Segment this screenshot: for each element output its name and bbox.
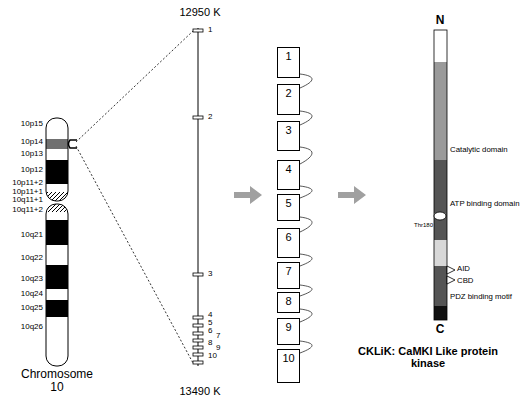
domain-marker [447, 276, 455, 284]
exon-number: 9 [278, 319, 299, 333]
residue-label: Thr180 [403, 222, 433, 229]
intron-curve [300, 309, 312, 322]
exon-tick-number: 7 [216, 332, 230, 341]
exon-number: 1 [278, 48, 299, 62]
coordinate-label: 12950 K [170, 6, 230, 18]
domain-label: Catalytic domain [450, 146, 520, 155]
zoom-line [76, 31, 193, 142]
exon-box: 10 [277, 349, 300, 383]
exon-box: 5 [277, 194, 300, 221]
exon-box: 3 [277, 121, 300, 151]
exon-number: 2 [278, 85, 299, 99]
chromosome-outline [46, 204, 68, 366]
domain-label: AID [457, 265, 487, 274]
exon-tick-number: 9 [216, 344, 230, 353]
intron-curve [300, 147, 312, 164]
intron-curve [300, 186, 312, 198]
domain-label: CBD [457, 277, 487, 286]
exon-number: 4 [278, 161, 299, 175]
intron-curve [300, 111, 312, 125]
band-label: 10q23 [0, 275, 43, 284]
band-label: 10p11+2 [0, 179, 43, 188]
exon-number: 5 [278, 195, 299, 209]
exon-tick-number: 2 [208, 113, 222, 122]
exon-box: 9 [277, 318, 300, 345]
exon-number: 3 [278, 122, 299, 136]
terminus-label: C [430, 323, 450, 336]
exon-box: 8 [277, 292, 300, 313]
exon-box: 2 [277, 84, 300, 115]
exon-ticks [193, 29, 203, 364]
band-label: 10q22 [0, 254, 43, 263]
exon-box: 4 [277, 160, 300, 190]
band-label: 10q26 [0, 323, 43, 332]
band-label: 10q21 [0, 231, 43, 240]
exon-box: 6 [277, 228, 300, 258]
locus-bracket [69, 140, 78, 148]
band-label: 10q11+2 [0, 206, 43, 215]
intron-curve [300, 254, 312, 266]
band-label: 10p13 [0, 150, 43, 159]
block-arrow [338, 186, 366, 204]
phospho-site [434, 212, 446, 220]
band-label: 10q24 [0, 290, 43, 299]
exon-number: 6 [278, 229, 299, 243]
exon-number: 8 [278, 293, 299, 307]
exon-tick-number: 1 [208, 26, 222, 35]
exon-tick-number: 3 [208, 270, 222, 279]
domain-marker [447, 266, 455, 274]
exon-box: 7 [277, 262, 300, 289]
motif-label: PDZ binding motif [450, 293, 520, 302]
band-label: 10q11+1 [0, 196, 43, 205]
terminus-label: N [430, 14, 450, 27]
protein-bar [434, 30, 447, 320]
intron-curve [300, 217, 312, 232]
zoom-line [76, 146, 193, 363]
chromosome-outline [46, 118, 68, 201]
intron-curve [300, 341, 312, 353]
coordinate-label: 13490 K [170, 385, 230, 397]
band-label: 10p14 [0, 138, 43, 147]
exon-number: 10 [278, 350, 299, 364]
protein-name: CKLiK: CaMKI Like protein kinase [340, 345, 516, 369]
band-label: 10p12 [0, 166, 43, 175]
exon-number: 7 [278, 263, 299, 277]
exon-tick-number: 10 [208, 352, 222, 361]
band-label: 10q25 [0, 304, 43, 313]
chromosome-label: Chromosome 10 [21, 368, 93, 394]
intron-curve [300, 285, 312, 296]
intron-curve [300, 74, 312, 88]
gene-line [198, 28, 199, 366]
chromosome-q-arm [46, 204, 68, 366]
block-arrow [234, 186, 262, 204]
exon-box: 1 [277, 47, 300, 78]
chromosome-p-arm [46, 118, 68, 201]
band-label: 10p15 [0, 120, 43, 129]
domain-label: ATP binding domain [450, 200, 520, 209]
